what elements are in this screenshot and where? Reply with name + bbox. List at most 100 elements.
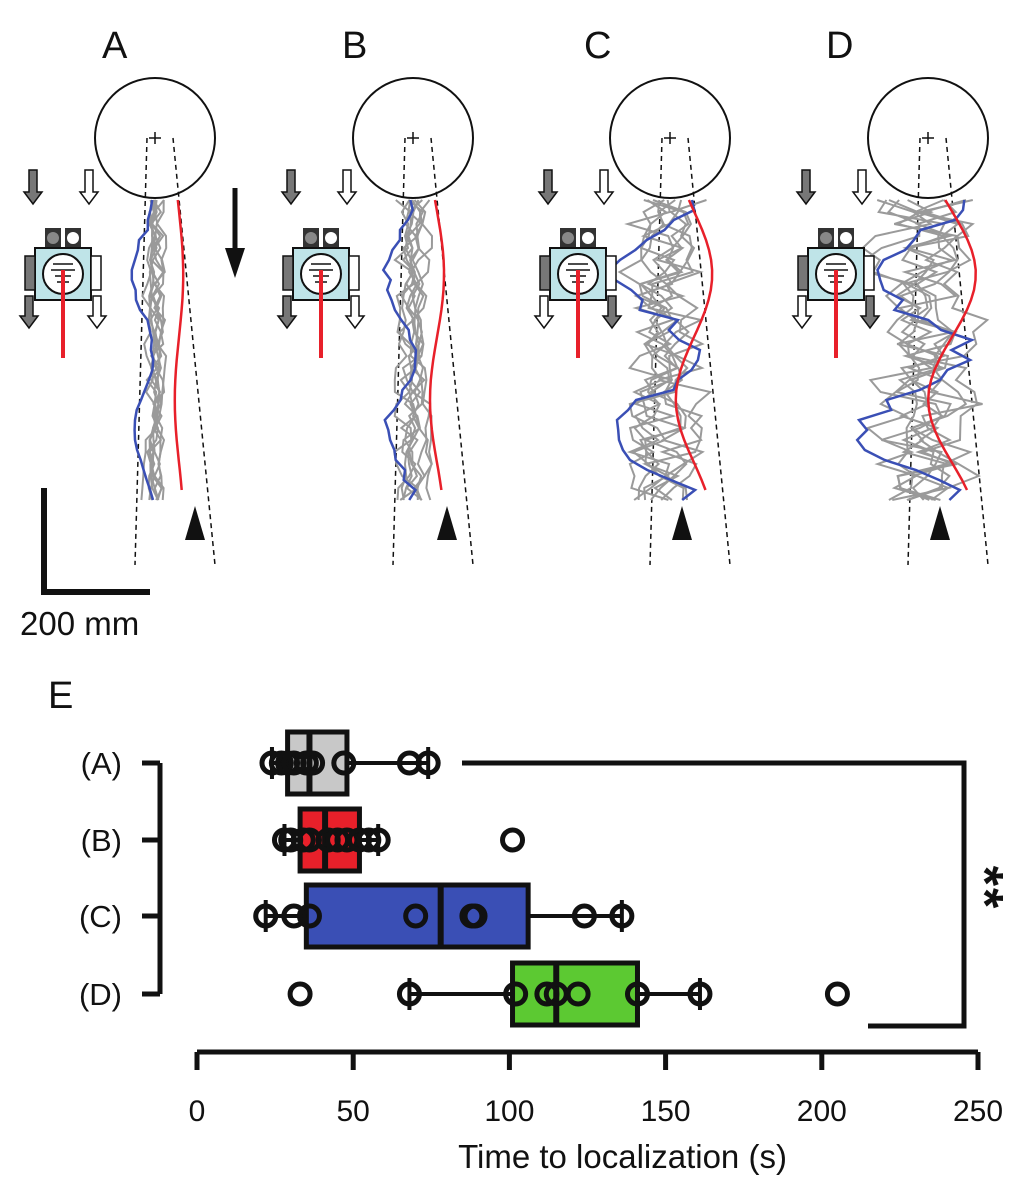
- trajectory-red: [173, 199, 185, 491]
- data-point: [365, 827, 391, 853]
- trajectory-blue: [381, 199, 418, 501]
- panel-d: D: [791, 25, 990, 566]
- data-point: [571, 903, 597, 929]
- wind-direction-icon: [225, 188, 245, 278]
- trajectory-gray: [149, 199, 168, 501]
- wind-arrow-icon: [22, 169, 44, 206]
- data-point: [534, 981, 560, 1007]
- data-point: [287, 981, 313, 1007]
- x-axis-title: Time to localization (s): [458, 1138, 787, 1175]
- y-tick-label: (A): [81, 746, 122, 781]
- start-marker-icon: [672, 506, 692, 540]
- start-marker-icon: [185, 506, 205, 540]
- plume-edge-right: [687, 137, 731, 566]
- box-row-d: (D): [79, 960, 850, 1028]
- panel-a: A: [18, 25, 216, 566]
- box-row-a: (A): [81, 729, 441, 797]
- plume-edge-left: [392, 137, 406, 566]
- wheel-arrow-icon: [601, 295, 623, 330]
- x-tick-label: 250: [953, 1095, 1003, 1128]
- wind-arrow-icon: [537, 169, 559, 206]
- data-point: [500, 827, 526, 853]
- trajectory-gray: [393, 199, 423, 501]
- trajectory-panels: A B C D: [18, 25, 990, 566]
- box-row-b: (B): [81, 806, 526, 874]
- data-point: [403, 903, 429, 929]
- wheel-arrow-icon: [18, 295, 40, 330]
- data-point: [687, 981, 713, 1007]
- wheel-arrow-icon: [533, 295, 555, 330]
- data-point: [253, 903, 279, 929]
- x-tick-label: 0: [189, 1095, 206, 1128]
- x-tick-label: 50: [337, 1095, 370, 1128]
- trajectory-gray: [140, 199, 159, 501]
- trajectory-gray: [409, 199, 433, 501]
- trajectory-gray: [624, 199, 704, 501]
- wind-arrow-icon: [336, 169, 358, 206]
- data-point: [281, 903, 307, 929]
- wheel-arrow-icon: [791, 295, 813, 330]
- wheel-arrow-icon: [859, 295, 881, 330]
- source-center-mark: [664, 132, 676, 144]
- y-tick-label: (B): [81, 823, 122, 858]
- trajectory-red: [428, 199, 446, 491]
- panel-letter-a: A: [102, 25, 128, 67]
- trajectory-red: [674, 199, 714, 491]
- source-center-mark: [922, 132, 934, 144]
- trajectory-gray: [634, 199, 713, 501]
- robot-schematic: [18, 169, 108, 358]
- panel-letter-b: B: [342, 25, 367, 67]
- panel-b: B: [276, 25, 474, 566]
- trajectory-gray: [400, 199, 422, 501]
- y-tick-label: (D): [79, 977, 122, 1012]
- significance-marker: **: [955, 866, 1013, 910]
- data-point: [331, 750, 357, 776]
- data-point: [356, 827, 382, 853]
- x-tick-label: 100: [484, 1095, 534, 1128]
- plume-edge-right: [430, 137, 474, 566]
- robot-schematic: [791, 169, 881, 358]
- source-center-mark: [149, 132, 161, 144]
- y-tick-label: (C): [79, 899, 122, 934]
- data-point: [503, 981, 529, 1007]
- box-iqr: [510, 960, 640, 1028]
- significance-bracket: **: [462, 760, 1013, 1029]
- data-point: [462, 903, 488, 929]
- box-row-c: (C): [79, 882, 635, 950]
- panel-letter-e: E: [48, 675, 73, 717]
- x-tick-label: 200: [797, 1095, 847, 1128]
- trajectory-blue: [607, 199, 702, 501]
- panel-c: C: [533, 25, 731, 566]
- wheel-arrow-icon: [344, 295, 366, 330]
- data-point: [296, 903, 322, 929]
- scale-bar-label: 200 mm: [20, 605, 139, 642]
- data-point: [396, 981, 422, 1007]
- wind-arrow-icon: [78, 169, 100, 206]
- plume-edge-right: [172, 137, 216, 566]
- data-point: [415, 750, 441, 776]
- panel-letter-d: D: [826, 25, 853, 67]
- trajectory-gray: [147, 199, 166, 501]
- trajectory-gray: [149, 199, 168, 501]
- wind-arrow-icon: [593, 169, 615, 206]
- start-marker-icon: [437, 506, 457, 540]
- wind-arrow-icon: [851, 169, 873, 206]
- wind-arrow-icon: [795, 169, 817, 206]
- data-point: [300, 750, 326, 776]
- wheel-arrow-icon: [276, 295, 298, 330]
- box-iqr: [303, 882, 531, 950]
- x-tick-label: 150: [641, 1095, 691, 1128]
- trajectory-gray: [881, 199, 974, 501]
- trajectory-gray: [617, 199, 679, 501]
- wind-arrow-icon: [280, 169, 302, 206]
- trajectory-red: [926, 199, 977, 491]
- start-marker-icon: [930, 506, 950, 540]
- trajectory-gray: [888, 199, 960, 501]
- scale-bar: 200 mm: [20, 488, 150, 642]
- source-center-mark: [407, 132, 419, 144]
- robot-schematic: [533, 169, 623, 358]
- data-point: [624, 981, 650, 1007]
- data-point: [824, 981, 850, 1007]
